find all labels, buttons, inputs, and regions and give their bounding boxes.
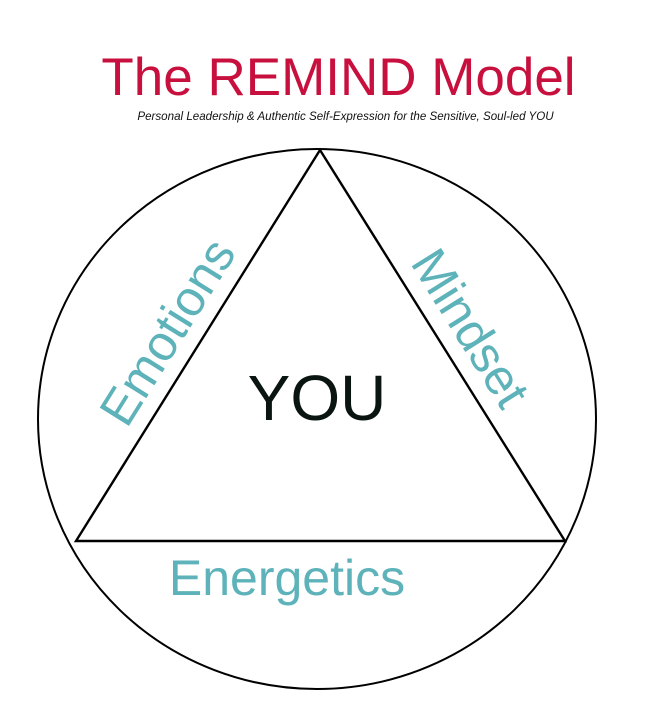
side-label-energetics: Energetics (169, 550, 405, 606)
diagram-subtitle: Personal Leadership & Authentic Self-Exp… (137, 110, 554, 123)
side-label-emotions: Emotions (89, 229, 247, 435)
outer-circle (37, 148, 597, 690)
center-label: YOU (248, 362, 387, 434)
inner-triangle (73, 147, 568, 543)
diagram-title: The REMIND Model (101, 48, 576, 107)
